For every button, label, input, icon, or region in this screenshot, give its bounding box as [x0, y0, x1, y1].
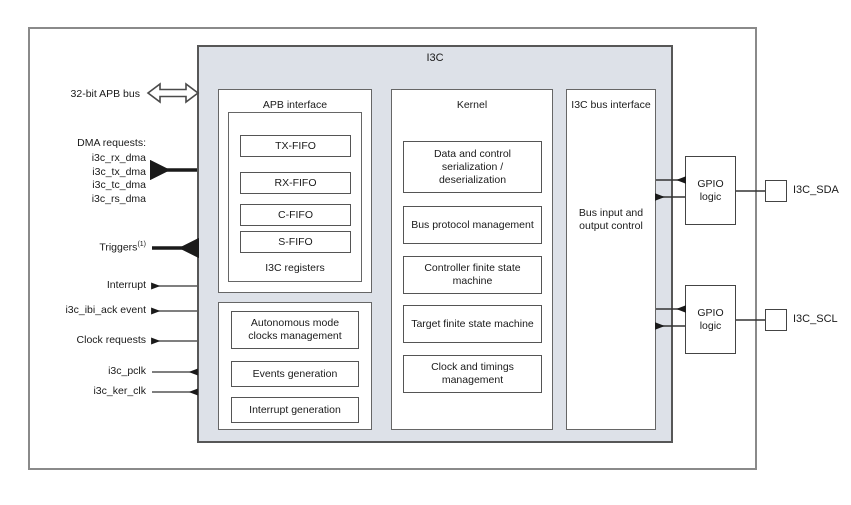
i3c-bus-interface-title: I3C bus interface [571, 99, 651, 111]
clock-timings-management-block: Clock and timings management [403, 355, 542, 393]
label-dma-signal-list: i3c_rx_dma i3c_tx_dma i3c_tc_dma i3c_rs_… [0, 152, 146, 206]
label-i3c-rx-dma: i3c_rx_dma [91, 152, 146, 164]
s-fifo-block: S-FIFO [240, 231, 351, 253]
label-apb-bus: 32-bit APB bus [70, 88, 140, 100]
target-fsm-block: Target finite state machine [403, 305, 542, 343]
label-clock-requests: Clock requests [76, 334, 146, 346]
i3c-bus-interface-column: I3C bus interface [566, 89, 656, 430]
label-triggers-text: Triggers [99, 241, 138, 254]
pin-square-sda [765, 180, 787, 202]
pin-square-scl [765, 309, 787, 331]
apb-interface-title: APB interface [262, 99, 328, 111]
bus-input-output-control-label: Bus input and output control [578, 207, 644, 232]
pin-label-sda: I3C_SDA [793, 184, 839, 196]
rx-fifo-block: RX-FIFO [240, 172, 351, 194]
label-i3c-tx-dma: i3c_tx_dma [92, 165, 146, 178]
controller-fsm-block: Controller finite state machine [403, 256, 542, 294]
label-triggers-footnote: (1) [137, 241, 146, 248]
label-i3c-rs-dma: i3c_rs_dma [91, 192, 146, 205]
events-generation-block: Events generation [231, 361, 359, 387]
tx-fifo-block: TX-FIFO [240, 135, 351, 157]
bus-protocol-management-block: Bus protocol management [403, 206, 542, 244]
label-triggers: Triggers(1) [0, 241, 146, 254]
gpio-logic-sda-block: GPIO logic [685, 156, 736, 225]
interrupt-generation-block: Interrupt generation [231, 397, 359, 423]
label-i3c-pclk: i3c_pclk [108, 365, 146, 377]
label-ibi-ack-event: i3c_ibi_ack event [65, 304, 146, 316]
i3c-registers-label: I3C registers [265, 262, 325, 274]
gpio-logic-scl-block: GPIO logic [685, 285, 736, 354]
label-dma-requests: DMA requests: [77, 137, 146, 149]
kernel-title: Kernel [456, 99, 488, 111]
autonomous-mode-clocks-block: Autonomous mode clocks management [231, 311, 359, 349]
label-i3c-tc-dma: i3c_tc_dma [92, 179, 146, 191]
label-i3c-ker-clk: i3c_ker_clk [93, 385, 146, 397]
i3c-title: I3C [426, 52, 444, 64]
data-control-serialization-block: Data and control serialization / deseria… [403, 141, 542, 193]
pin-label-scl: I3C_SCL [793, 313, 838, 325]
c-fifo-block: C-FIFO [240, 204, 351, 226]
label-interrupt: Interrupt [106, 279, 146, 291]
